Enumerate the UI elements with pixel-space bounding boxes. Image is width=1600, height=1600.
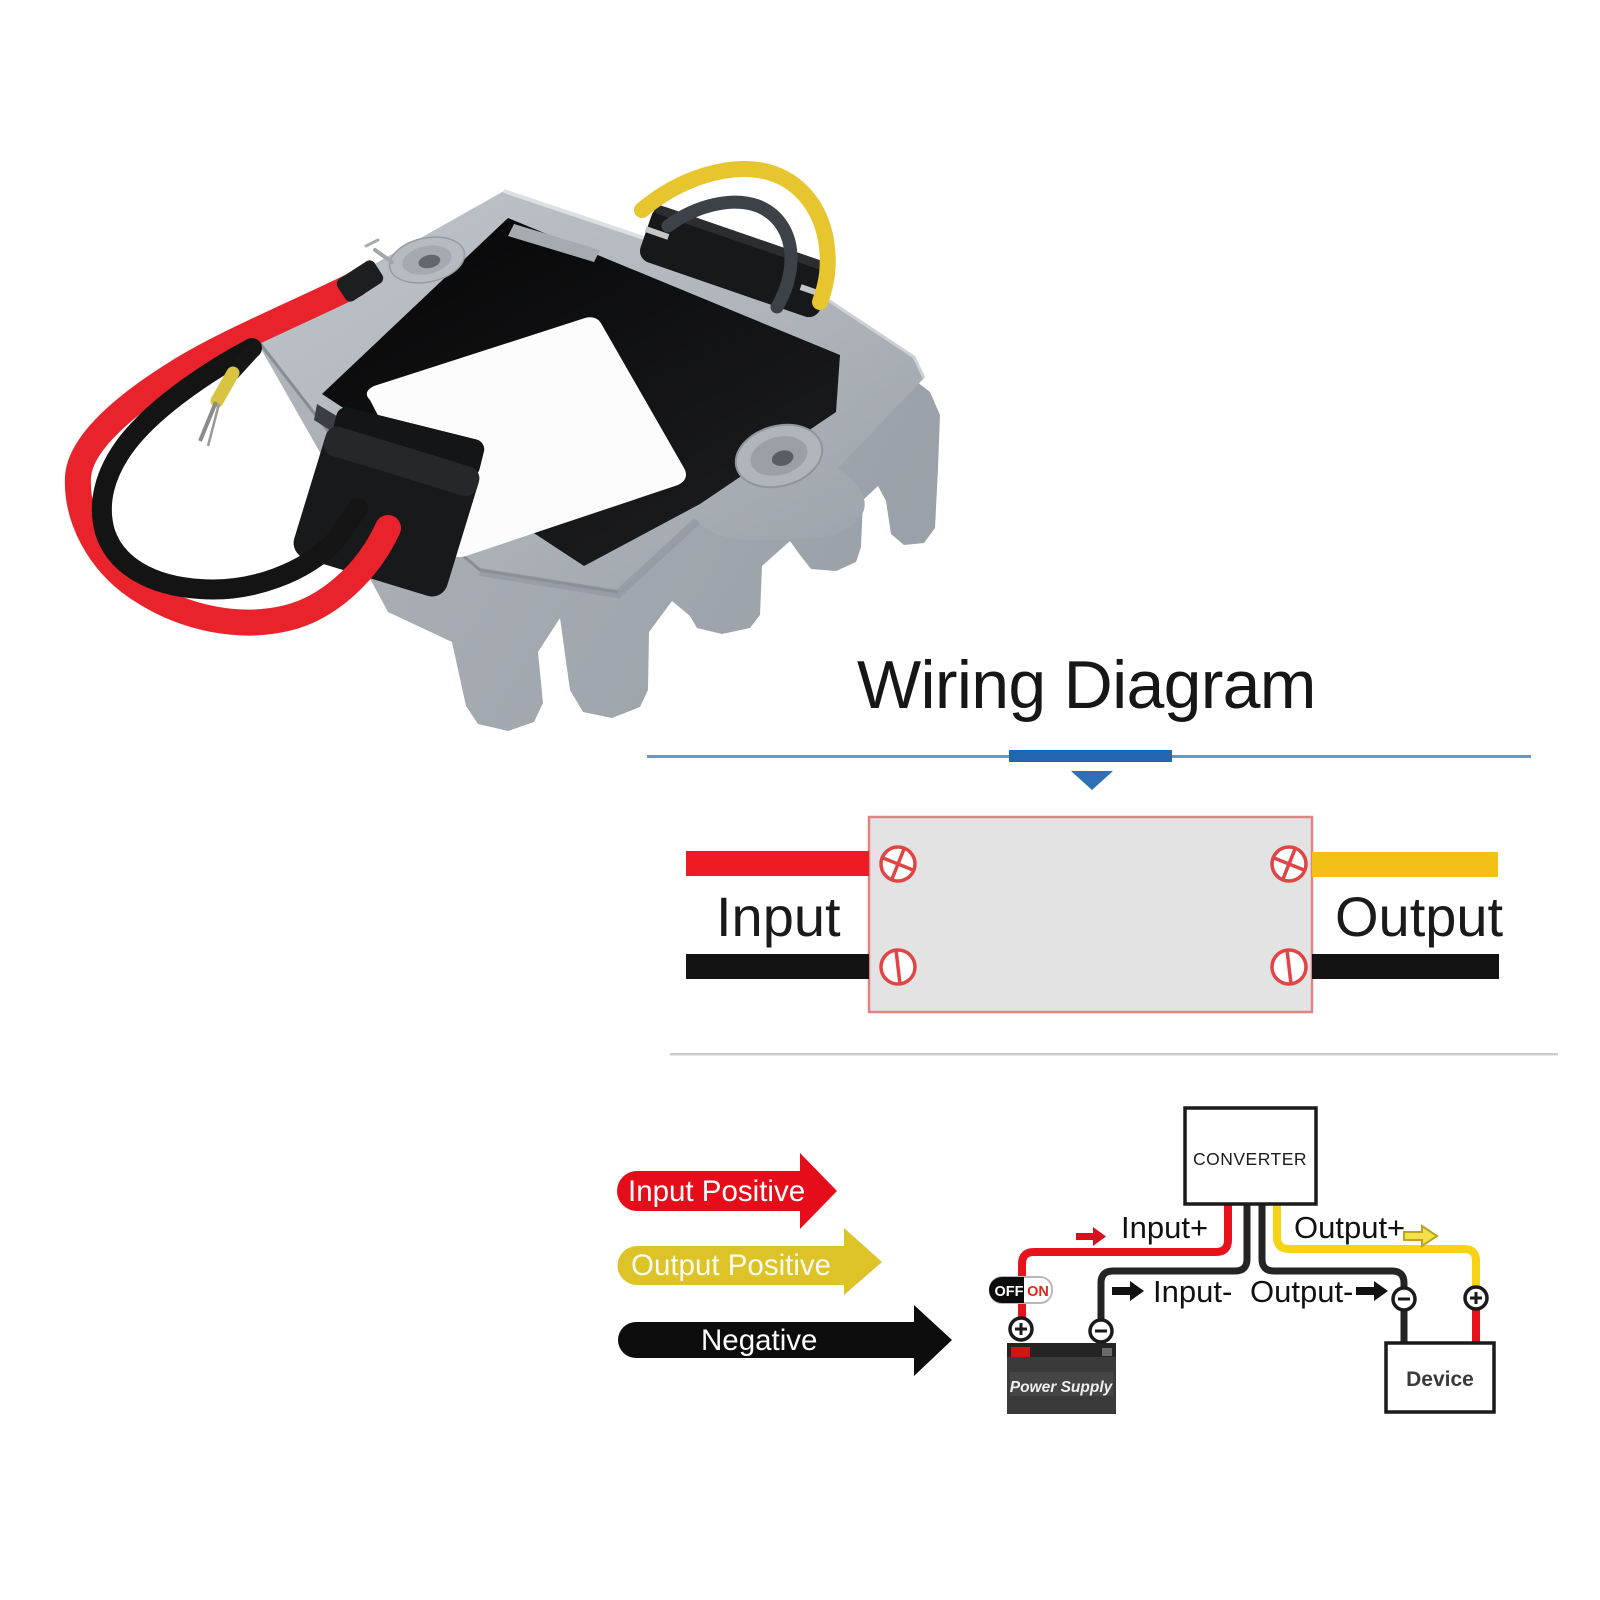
svg-text:Wiring Diagram: Wiring Diagram bbox=[857, 647, 1316, 723]
svg-text:Input-: Input- bbox=[1153, 1274, 1232, 1309]
svg-text:Device: Device bbox=[1406, 1368, 1474, 1391]
svg-text:ON: ON bbox=[1027, 1284, 1049, 1300]
svg-text:Output: Output bbox=[1335, 885, 1504, 948]
svg-text:Output Positive: Output Positive bbox=[631, 1249, 831, 1282]
svg-text:Output+: Output+ bbox=[1294, 1210, 1405, 1245]
svg-text:Output-: Output- bbox=[1250, 1274, 1353, 1309]
svg-text:Input+: Input+ bbox=[1121, 1210, 1208, 1245]
svg-text:Input Positive: Input Positive bbox=[628, 1175, 805, 1208]
svg-text:OFF: OFF bbox=[995, 1284, 1024, 1300]
svg-text:CONVERTER: CONVERTER bbox=[1193, 1149, 1307, 1169]
svg-text:Input: Input bbox=[716, 885, 841, 948]
svg-text:Negative: Negative bbox=[701, 1324, 817, 1357]
svg-text:Power Supply: Power Supply bbox=[1010, 1379, 1114, 1396]
